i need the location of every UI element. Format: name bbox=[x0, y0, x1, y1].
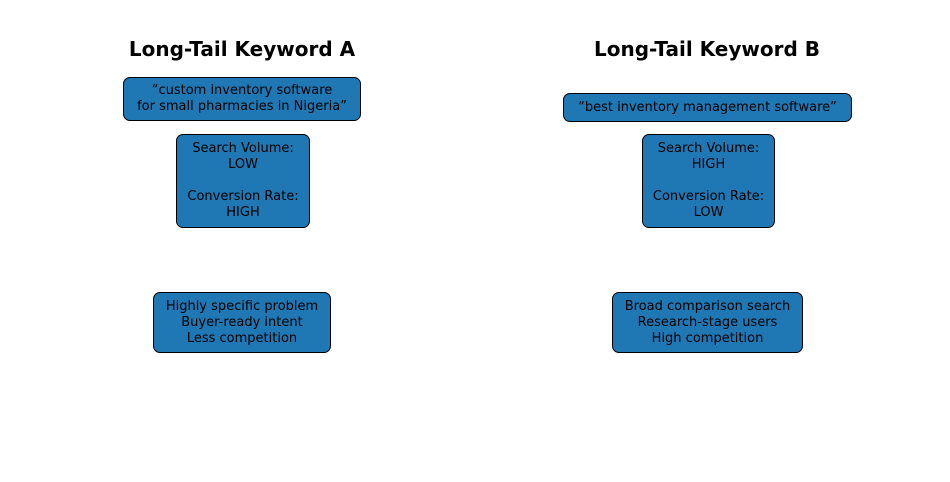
column-a-metrics-text: Search Volume: LOW Conversion Rate: HIGH bbox=[187, 141, 299, 220]
column-a-metrics-box: Search Volume: LOW Conversion Rate: HIGH bbox=[176, 134, 310, 228]
column-b-keyword-text: “best inventory management software” bbox=[578, 99, 837, 115]
column-a-traits-text: Highly specific problem Buyer-ready inte… bbox=[165, 298, 319, 346]
column-b-traits-text: Broad comparison search Research-stage u… bbox=[624, 298, 791, 346]
column-b-traits-box: Broad comparison search Research-stage u… bbox=[612, 292, 803, 353]
column-a-traits-box: Highly specific problem Buyer-ready inte… bbox=[153, 292, 331, 353]
column-a-keyword-box: “custom inventory software for small pha… bbox=[123, 77, 361, 121]
column-b-metrics-text: Search Volume: HIGH Conversion Rate: LOW bbox=[652, 141, 765, 220]
column-a-keyword-text: “custom inventory software for small pha… bbox=[137, 83, 347, 114]
column-b-title: Long-Tail Keyword B bbox=[594, 37, 820, 61]
column-b-metrics-box: Search Volume: HIGH Conversion Rate: LOW bbox=[642, 134, 775, 228]
column-b-keyword-box: “best inventory management software” bbox=[563, 93, 852, 122]
column-a-title: Long-Tail Keyword A bbox=[128, 37, 356, 61]
